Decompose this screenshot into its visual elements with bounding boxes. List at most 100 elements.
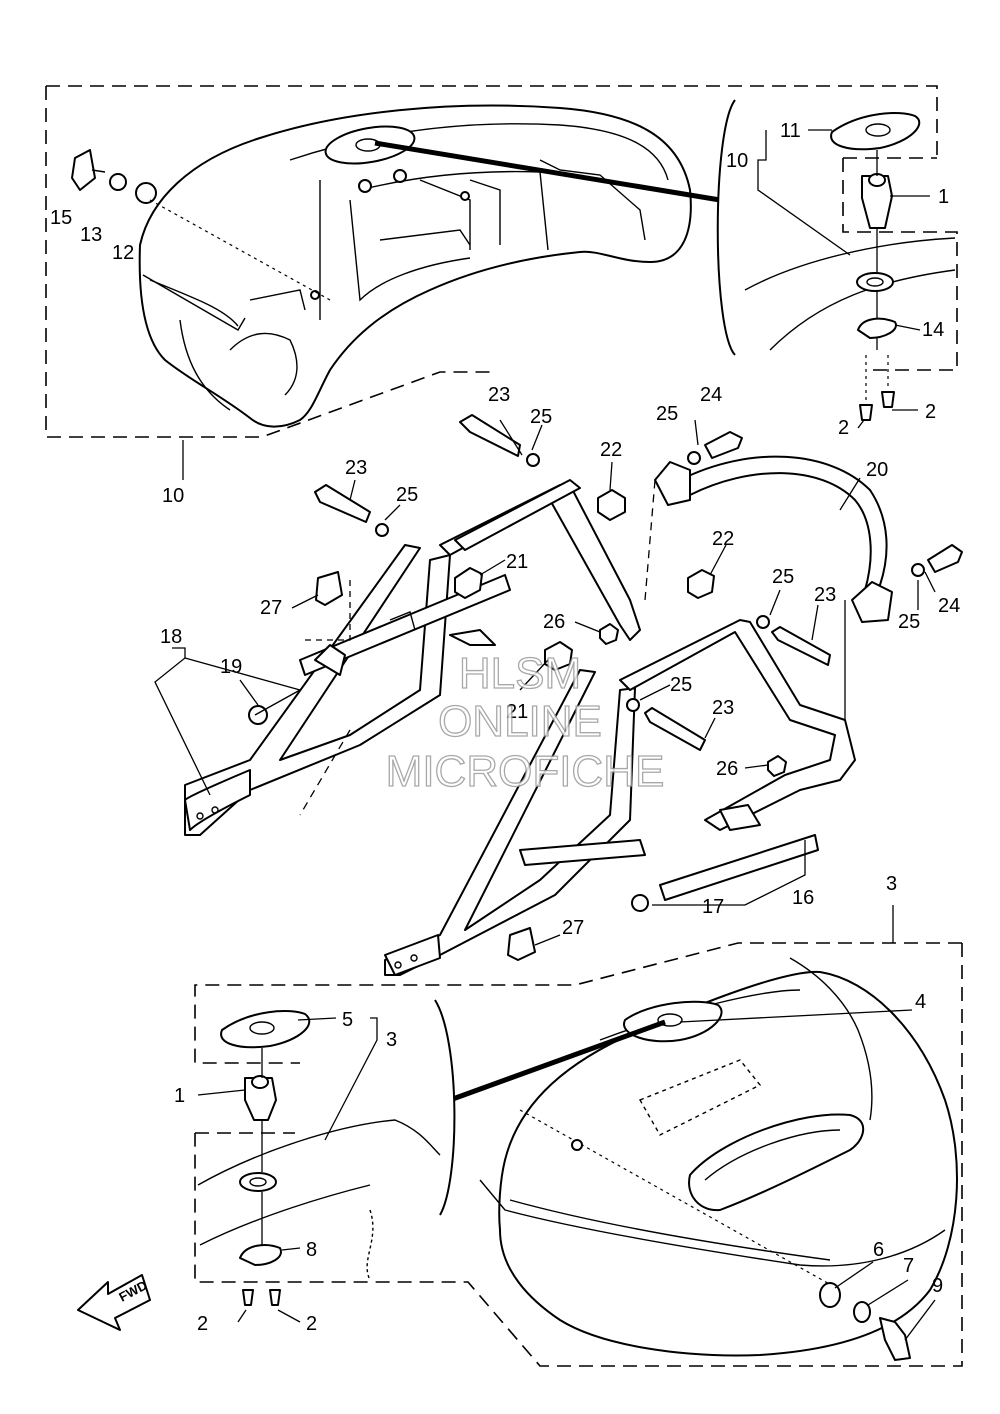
- callout-24-b: 24: [938, 595, 960, 617]
- group-box-10: [45, 85, 938, 438]
- cap-19: [248, 705, 268, 725]
- bolt-23-d: [644, 707, 706, 751]
- callout-19: 19: [220, 656, 242, 678]
- callout-22-a: 22: [600, 439, 622, 461]
- callout-11: 11: [780, 120, 801, 142]
- callout-9: 9: [932, 1275, 943, 1297]
- nut-26-a: [599, 623, 619, 645]
- bolts-and-washers: [314, 414, 963, 961]
- collar-22-right: [687, 569, 715, 599]
- inset-box-top-lock: [842, 157, 958, 371]
- stay-left-frame: [184, 544, 451, 836]
- lock-cover-bottom: [220, 1010, 311, 1049]
- callout-1-top: 1: [938, 186, 949, 208]
- callout-8: 8: [306, 1239, 317, 1261]
- stay-right: [384, 569, 856, 976]
- group-boundaries: [45, 85, 963, 1367]
- callout-1-bottom: 1: [174, 1085, 185, 1107]
- fasteners-bottom-right: [819, 1282, 911, 1361]
- fasteners-top-left: [71, 149, 331, 301]
- callout-22-b: 22: [712, 528, 734, 550]
- fwd-arrow: FWD: [77, 1274, 151, 1331]
- clip-27-a: [315, 571, 343, 606]
- callout-2-a: 2: [925, 401, 936, 423]
- callout-16: 16: [792, 887, 814, 909]
- callout-23-b: 23: [345, 457, 367, 479]
- callout-13: 13: [80, 224, 102, 246]
- callout-27-a: 27: [260, 597, 282, 619]
- callout-20: 20: [866, 459, 888, 481]
- hook-15: [71, 149, 96, 191]
- callout-25-f: 25: [670, 674, 692, 696]
- callout-21-b: 21: [506, 701, 528, 723]
- saddlebag-left-shell: [138, 104, 692, 428]
- grommet-6: [819, 1282, 841, 1308]
- watermark-line-1: HLSM: [459, 649, 581, 698]
- callout-10-top: 10: [726, 150, 748, 172]
- lock-cover-top: [830, 112, 921, 151]
- lock-bracket-bottom: [239, 1244, 282, 1266]
- washer-7: [853, 1301, 871, 1323]
- callout-2-b: 2: [838, 417, 849, 439]
- callout-26-a: 26: [543, 611, 565, 633]
- bolt-24-a: [704, 431, 743, 459]
- collar-22-left: [597, 489, 626, 521]
- bolt-23-c: [771, 626, 831, 666]
- callout-25-a: 25: [530, 406, 552, 428]
- callout-14: 14: [922, 319, 944, 341]
- watermark-line-2: ONLINE: [438, 697, 602, 746]
- callout-23-c: 23: [814, 584, 836, 606]
- callout-3-top: 3: [886, 873, 897, 895]
- callout-23-d: 23: [712, 697, 734, 719]
- callout-27-b: 27: [562, 917, 584, 939]
- bolt-23-b: [314, 484, 371, 523]
- callout-24-a: 24: [700, 384, 722, 406]
- cap-17: [631, 894, 649, 912]
- callout-10-left: 10: [162, 485, 184, 507]
- callout-21-a: 21: [506, 551, 528, 573]
- callout-6: 6: [873, 1239, 884, 1261]
- callout-23-a: 23: [488, 384, 510, 406]
- watermark: HLSM ONLINE MICROFICHE: [385, 648, 665, 796]
- stay-left-tab: [314, 644, 346, 676]
- callout-12: 12: [112, 242, 134, 264]
- callout-5: 5: [342, 1009, 353, 1031]
- callout-15: 15: [50, 207, 72, 229]
- bolt-23-a: [459, 414, 521, 457]
- grommet-12: [135, 182, 157, 204]
- saddlebag-left: [138, 104, 721, 428]
- callout-17: 17: [702, 896, 724, 918]
- watermark-line-3: MICROFICHE: [386, 747, 665, 796]
- callout-2-c: 2: [197, 1313, 208, 1335]
- callout-26-b: 26: [716, 758, 738, 780]
- group-box-3: [194, 942, 963, 1367]
- callout-25-c: 25: [396, 484, 418, 506]
- saddlebag-right-grab-handle: [688, 1113, 865, 1212]
- saddlebag-left-lock-plate: [324, 125, 416, 165]
- callout-25-d: 25: [772, 566, 794, 588]
- leader-lines: [154, 129, 936, 1341]
- stay-right-tab: [719, 804, 761, 831]
- callout-2-d: 2: [306, 1313, 317, 1335]
- rail-20: [654, 455, 893, 623]
- lock-cylinder-top: [861, 175, 893, 229]
- nut-26-b: [767, 755, 787, 777]
- callout-4: 4: [915, 991, 926, 1013]
- hook-9: [879, 1317, 911, 1361]
- collar-21-left: [454, 567, 483, 599]
- bottom-lock-inset: [197, 999, 456, 1306]
- callout-18: 18: [160, 626, 182, 648]
- washer-13: [109, 173, 127, 191]
- callout-labels: 11 10 1 14 2 2 15 13 12 10 23 25 24 25 2…: [50, 120, 960, 1335]
- bolt-24-b: [927, 544, 963, 573]
- saddlebag-right: [449, 957, 958, 1357]
- callout-25-b: 25: [656, 403, 678, 425]
- lock-bracket-top: [857, 317, 897, 339]
- callout-3-inset: 3: [386, 1029, 397, 1051]
- clip-27-b: [507, 927, 536, 961]
- top-lock-inset: [716, 99, 956, 421]
- stay-left: [184, 479, 641, 836]
- callout-25-e: 25: [898, 611, 920, 633]
- lock-cylinder-bottom: [244, 1077, 277, 1121]
